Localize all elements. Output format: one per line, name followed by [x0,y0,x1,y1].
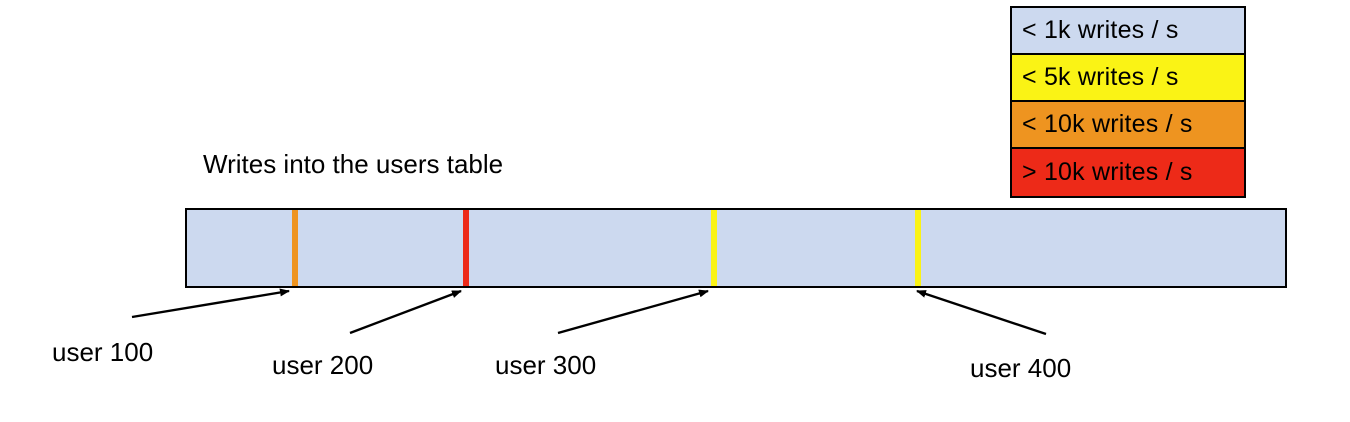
callout-label-user-100: user 100 [52,337,154,367]
stripe-user-200 [463,210,469,286]
users-table-bar [185,208,1287,288]
arrow-user-400 [916,289,1047,336]
legend-row-under-5k: < 5k writes / s [1012,55,1244,102]
callout-label-user-300: user 300 [495,350,597,380]
legend-row-under-10k: < 10k writes / s [1012,102,1244,149]
legend-row-over-10k: > 10k writes / s [1012,149,1244,196]
legend-label-over-10k: > 10k writes / s [1022,158,1193,186]
legend-label-under-1k: < 1k writes / s [1022,16,1179,44]
arrow-user-300 [557,289,709,335]
callout-label-user-200: user 200 [272,350,374,380]
chart-title: Writes into the users table [203,149,504,179]
legend-label-under-5k: < 5k writes / s [1022,63,1179,91]
legend-row-under-1k: < 1k writes / s [1012,8,1244,55]
stripe-user-400 [915,210,921,286]
legend: < 1k writes / s < 5k writes / s < 10k wr… [1010,6,1246,198]
callout-label-user-400: user 400 [970,353,1072,383]
stripe-user-100 [292,210,298,286]
legend-label-under-10k: < 10k writes / s [1022,110,1193,138]
arrow-user-200 [349,289,462,335]
arrow-user-100 [131,288,290,319]
stripe-user-300 [711,210,717,286]
